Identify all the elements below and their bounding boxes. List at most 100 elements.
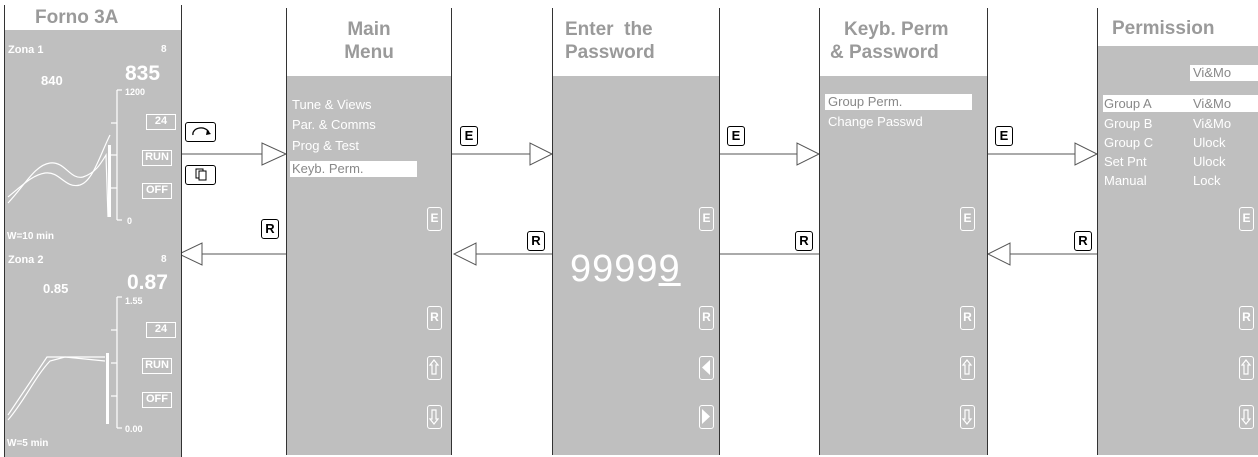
zone2-number: 8 (161, 254, 167, 265)
return-key-4[interactable]: R (1074, 231, 1092, 251)
down-button[interactable] (427, 405, 442, 429)
keyb-perm-title-line2: & Password (830, 42, 939, 63)
password-field[interactable]: 99999 (570, 249, 681, 289)
return-key-1[interactable]: R (261, 219, 279, 239)
arrowhead-return-4 (986, 242, 1011, 266)
zone2-run[interactable]: RUN (142, 358, 172, 374)
keyb-perm-title-line1: Keyb. Perm (844, 19, 949, 40)
password-title-line2: Password (565, 42, 655, 63)
permission-row-label[interactable]: Group C (1104, 135, 1154, 150)
return-button[interactable]: R (960, 306, 975, 330)
permission-row-value[interactable]: Ulock (1193, 154, 1226, 169)
zone1-scale-max: 1200 (125, 87, 146, 97)
menu-item-tune-views[interactable]: Tune & Views (292, 97, 372, 112)
enter-key-2[interactable]: E (727, 126, 745, 146)
zone1-value: 835 (125, 62, 161, 85)
zone1-bar (108, 145, 111, 217)
zone2-off[interactable]: OFF (142, 392, 172, 408)
zone2-trace-b (7, 356, 106, 421)
password-title-line1: Enter the (565, 19, 653, 40)
zone2-bar (106, 353, 109, 424)
up-arrow-icon (428, 359, 440, 375)
enter-button[interactable]: E (960, 207, 975, 231)
page-key[interactable] (185, 165, 216, 185)
zone1-setpoint: 840 (41, 73, 63, 88)
password-cursor: 9 (658, 248, 681, 290)
main-menu-panel: Main Menu Tune & Views Par. & Comms Prog… (286, 8, 452, 455)
zone1-scale-min: 0 (127, 216, 133, 226)
return-key-2[interactable]: R (527, 231, 545, 251)
down-arrow-icon (428, 409, 440, 425)
permission-row-label[interactable]: Set Pnt (1104, 154, 1147, 169)
keyb-perm-panel: Keyb. Perm & Password Group Perm. Change… (819, 8, 988, 455)
return-button[interactable]: R (699, 306, 714, 330)
permission-row-highlight (1103, 95, 1258, 112)
enter-key-1[interactable]: E (460, 126, 478, 146)
arrowhead-forward-1 (261, 142, 288, 166)
password-prefix: 9999 (570, 248, 659, 290)
menu-item-prog-test[interactable]: Prog & Test (292, 138, 359, 153)
up-button[interactable] (1239, 356, 1254, 380)
zone2-trace-a (7, 356, 105, 416)
menu-item-par-comms[interactable]: Par. & Comms (292, 117, 376, 132)
zone1-window: W=10 min (7, 231, 54, 242)
cycle-key[interactable] (185, 122, 216, 142)
permission-panel: Permission Vi&Mo Group A Vi&Mo Group B V… (1097, 8, 1258, 455)
enter-button[interactable]: E (1239, 207, 1254, 231)
permission-row-value[interactable]: Lock (1193, 173, 1221, 188)
zone1-box: 24 (146, 114, 176, 130)
zone1-trace-a (7, 152, 109, 218)
up-button[interactable] (960, 356, 975, 380)
password-panel: Enter the Password 99999 E R (552, 8, 720, 455)
zone2-scale-max: 1.55 (125, 296, 143, 306)
enter-button[interactable]: E (699, 207, 714, 231)
permission-row-value[interactable]: Ulock (1193, 135, 1226, 150)
zone-trend-graphs (7, 89, 122, 429)
zone1-name: Zona 1 (8, 44, 44, 56)
zone2-setpoint: 0.85 (43, 281, 69, 296)
permission-row-label[interactable]: Group B (1104, 116, 1153, 131)
cycle-icon (191, 127, 211, 136)
arrowhead-return-2 (452, 242, 477, 266)
panel-title: Forno 3A (5, 5, 181, 30)
menu-item-group-perm[interactable]: Group Perm. (825, 94, 972, 110)
up-arrow-icon (1240, 359, 1252, 375)
main-menu-title-line1: Main (347, 19, 391, 40)
zone2-window: W=5 min (7, 438, 49, 449)
return-button[interactable]: R (1239, 306, 1254, 330)
permission-row-value[interactable]: Vi&Mo (1193, 96, 1232, 111)
down-button[interactable] (960, 405, 975, 429)
enter-key-3[interactable]: E (995, 126, 1013, 146)
zone1-run[interactable]: RUN (142, 150, 172, 166)
arrowhead-return-1 (177, 242, 203, 266)
return-key-3[interactable]: R (795, 231, 813, 251)
arrowhead-forward-4 (1074, 142, 1099, 166)
up-arrow-icon (961, 359, 973, 375)
right-button[interactable] (699, 405, 714, 429)
return-button[interactable]: R (427, 306, 442, 330)
zone2-box: 24 (146, 322, 176, 338)
zone1-number: 8 (161, 44, 167, 55)
main-menu-title-line2: Menu (344, 42, 394, 63)
permission-header-value: Vi&Mo (1190, 65, 1258, 81)
down-arrow-icon (961, 409, 973, 425)
up-button[interactable] (427, 356, 442, 380)
left-button[interactable] (699, 356, 714, 380)
permission-row-value[interactable]: Vi&Mo (1193, 116, 1232, 131)
permission-title: Permission (1098, 8, 1258, 46)
permission-row-label[interactable]: Manual (1104, 173, 1147, 188)
menu-item-keyb-perm[interactable]: Keyb. Perm. (290, 161, 417, 177)
down-button[interactable] (1239, 405, 1254, 429)
zone1-off[interactable]: OFF (142, 183, 172, 199)
enter-button[interactable]: E (427, 207, 442, 231)
zone1-trace-b (7, 134, 111, 198)
pages-icon (195, 168, 206, 181)
down-arrow-icon (1240, 409, 1252, 425)
controller-overview-panel: Forno 3A Zona 1 8 840 835 1200 0 24 RUN … (4, 5, 182, 457)
arrowhead-forward-3 (796, 142, 821, 166)
menu-item-change-passwd[interactable]: Change Passwd (828, 114, 923, 129)
permission-row-label[interactable]: Group A (1104, 96, 1152, 111)
left-triangle-icon (702, 360, 710, 375)
zone2-name: Zona 2 (8, 254, 44, 266)
